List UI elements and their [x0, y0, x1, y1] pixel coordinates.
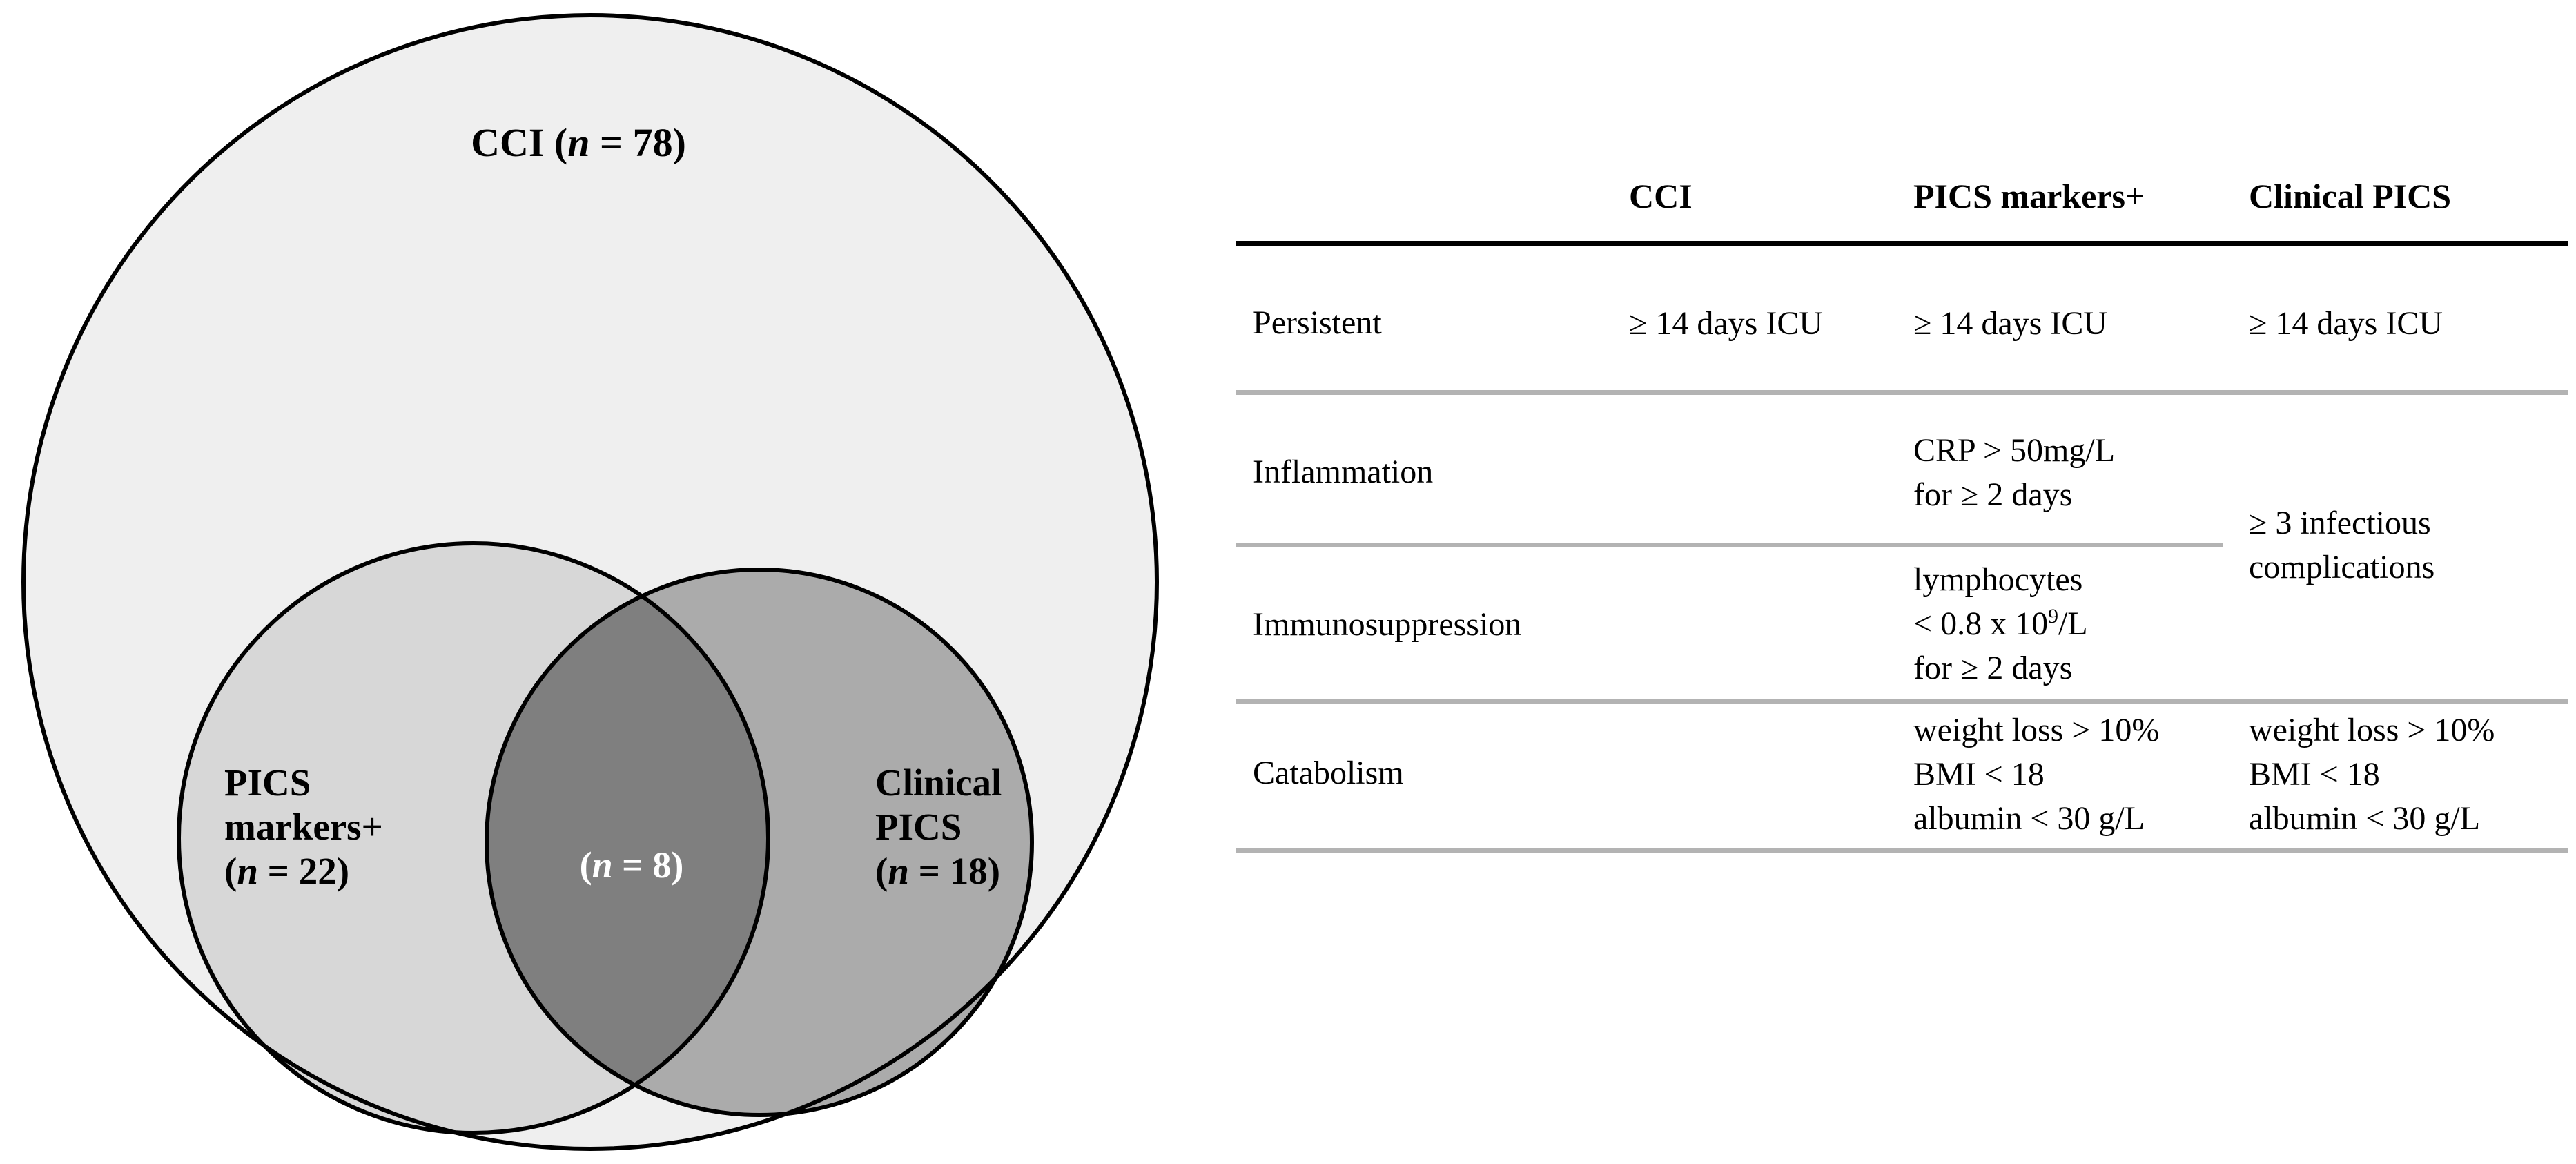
column-header-cci: CCI	[1629, 177, 1692, 215]
clinical-pics-circle-outline	[485, 568, 1034, 1117]
row-label-inflammation: Inflammation	[1253, 454, 1434, 490]
superscript-9: 9	[2048, 605, 2058, 628]
cell-line: for ≥ 2 days	[1913, 650, 2073, 686]
cci-set-label: CCI (n = 78)	[471, 120, 686, 165]
clinical-pics-label-line1: Clinical	[875, 762, 1002, 804]
cell-line: for ≥ 2 days	[1913, 476, 2073, 513]
cell-line: CRP > 50mg/L	[1913, 432, 2116, 469]
cell-line: BMI < 18	[2249, 756, 2380, 793]
overlap-region	[487, 570, 768, 1115]
pics-markers-label-line2: markers+	[224, 806, 383, 848]
pics-markers-label-count: (n = 22)	[224, 850, 349, 892]
clinical-pics-label-line2: PICS	[875, 806, 962, 848]
column-header-pics-markers: PICS markers+	[1913, 177, 2145, 215]
cell-line: weight loss > 10%	[1913, 712, 2160, 748]
header-rule	[1236, 241, 2568, 246]
cell-line: weight loss > 10%	[2249, 712, 2495, 748]
cell-line: < 0.8 x 109/L	[1913, 605, 2088, 642]
cell-line: albumin < 30 g/L	[2249, 800, 2481, 837]
cell-persistent-clinical-pics: ≥ 14 days ICU	[2249, 305, 2443, 342]
row-rule-3	[1236, 699, 2568, 704]
cell-inflammation-pics-markers: CRP > 50mg/L for ≥ 2 days	[1913, 429, 2115, 517]
cell-persistent-cci: ≥ 14 days ICU	[1629, 305, 1823, 342]
row-rule-2-partial	[1236, 543, 2223, 547]
row-rule-1	[1236, 390, 2568, 395]
cell-merged-clinical-pics: ≥ 3 infectious complications	[2249, 501, 2434, 590]
pics-markers-circle-outline	[177, 541, 770, 1135]
cell-line: BMI < 18	[1913, 756, 2045, 793]
cell-persistent-pics-markers: ≥ 14 days ICU	[1913, 305, 2107, 342]
cell-catabolism-clinical-pics: weight loss > 10% BMI < 18 albumin < 30 …	[2249, 708, 2495, 841]
pics-markers-label-line1: PICS	[224, 762, 311, 804]
row-label-immunosuppression: Immunosuppression	[1253, 606, 1522, 643]
cell-line: lymphocytes	[1913, 561, 2083, 598]
cell-immunosuppression-pics-markers: lymphocytes < 0.8 x 109/L for ≥ 2 days	[1913, 558, 2088, 690]
cell-line: albumin < 30 g/L	[1913, 800, 2145, 837]
cell-catabolism-pics-markers: weight loss > 10% BMI < 18 albumin < 30 …	[1913, 708, 2159, 841]
cell-line: ≥ 3 infectious	[2249, 505, 2431, 541]
column-header-clinical-pics: Clinical PICS	[2249, 177, 2452, 215]
cell-line: complications	[2249, 549, 2435, 585]
overlap-count-label: (n = 8)	[580, 844, 684, 886]
row-label-persistent: Persistent	[1253, 304, 1382, 341]
cci-circle-outline	[21, 13, 1159, 1151]
venn-diagram: CCI (n = 78) PICS markers+ (n = 22) (n =…	[21, 13, 1159, 1151]
bottom-rule	[1236, 848, 2568, 853]
clinical-pics-label-count: (n = 18)	[875, 850, 1000, 892]
row-label-catabolism: Catabolism	[1253, 755, 1404, 791]
